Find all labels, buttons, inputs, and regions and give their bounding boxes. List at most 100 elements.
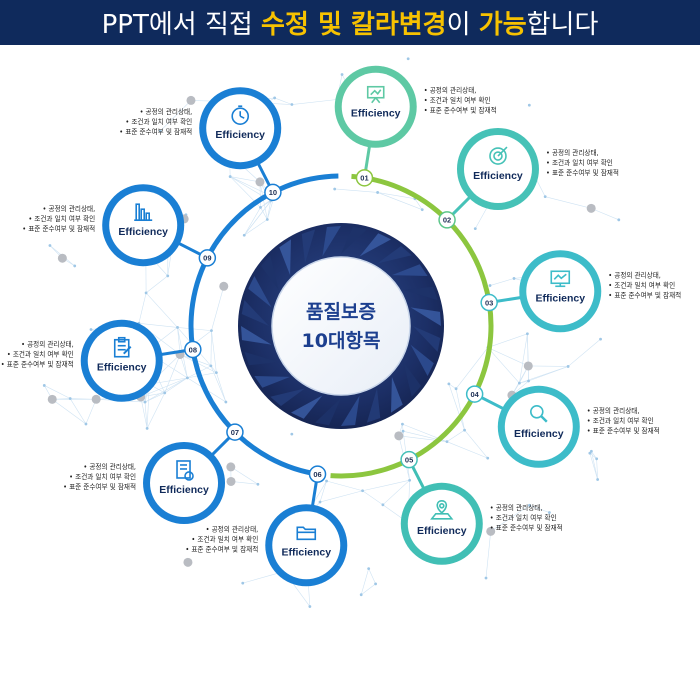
description-line: • 표준 준수여부 및 잠재적 xyxy=(185,544,258,553)
network-dot xyxy=(446,440,449,443)
network-line xyxy=(146,276,168,293)
network-dot xyxy=(486,457,489,460)
number-label: 07 xyxy=(231,428,239,437)
network-dot xyxy=(599,338,602,341)
description-line: • 공정의 관리상태, xyxy=(206,524,259,533)
network-line xyxy=(70,399,86,424)
network-line xyxy=(383,480,410,505)
network-dot xyxy=(401,423,404,426)
network-dot xyxy=(567,365,570,368)
network-dot xyxy=(526,332,529,335)
network-dot xyxy=(587,204,596,213)
number-label: 01 xyxy=(360,174,368,183)
network-line xyxy=(488,348,528,366)
network-dot xyxy=(290,103,293,106)
description: • 공정의 관리상태,• 조건과 일치 여부 확인• 표준 준수여부 및 잠재적 xyxy=(608,270,681,299)
network-line xyxy=(465,430,488,458)
network-dot xyxy=(92,395,101,404)
description-line: • 공정의 관리상태, xyxy=(21,340,74,349)
network-dot xyxy=(394,431,403,440)
network-dot xyxy=(513,277,516,280)
node-title: Efficiency xyxy=(215,129,265,141)
number-label: 08 xyxy=(189,345,197,354)
network-line xyxy=(292,99,337,104)
network-dot xyxy=(290,433,293,436)
network-dot xyxy=(241,582,244,585)
network-dot xyxy=(402,430,405,433)
network-dot xyxy=(474,227,477,230)
network-dot xyxy=(210,364,213,367)
node-inner xyxy=(342,73,410,141)
network-dot xyxy=(144,401,147,404)
node-title: Efficiency xyxy=(159,484,209,496)
description-line: • 공정의 관리상태, xyxy=(140,107,193,116)
description: • 공정의 관리상태,• 조건과 일치 여부 확인• 표준 준수여부 및 잠재적 xyxy=(490,503,563,532)
network-dot xyxy=(485,577,488,580)
network-line xyxy=(369,569,376,584)
description-line: • 공정의 관리상태, xyxy=(424,86,477,95)
network-dot xyxy=(255,177,264,186)
node-inner xyxy=(464,135,532,203)
number-label: 10 xyxy=(269,188,277,197)
network-line xyxy=(486,531,491,578)
network-dot xyxy=(186,376,189,379)
description-line: • 공정의 관리상태, xyxy=(608,270,661,279)
network-dot xyxy=(48,395,57,404)
network-dot xyxy=(544,195,547,198)
number-label: 02 xyxy=(443,216,451,225)
network-dot xyxy=(227,477,236,486)
network-line xyxy=(335,189,378,192)
number-label: 06 xyxy=(313,470,321,479)
network-line xyxy=(147,393,165,429)
description: • 공정의 관리상태,• 조건과 일치 여부 확인• 표준 준수여부 및 잠재적 xyxy=(546,148,619,177)
description: • 공정의 관리상태,• 조건과 일치 여부 확인• 표준 준수여부 및 잠재적 xyxy=(185,524,258,553)
node-title: Efficiency xyxy=(417,525,467,537)
network-dot xyxy=(341,73,344,76)
network-line xyxy=(216,373,226,402)
network-line xyxy=(320,491,363,502)
network-dot xyxy=(58,254,67,263)
network-dot xyxy=(596,478,599,481)
description: • 공정의 관리상태,• 조건과 일치 여부 확인• 표준 준수여부 및 잠재적 xyxy=(1,340,74,369)
network-dot xyxy=(367,567,370,570)
network-dot xyxy=(69,397,72,400)
description-line: • 조건과 일치 여부 확인 xyxy=(608,280,675,289)
network-line xyxy=(178,327,212,330)
network-dot xyxy=(183,558,192,567)
network-dot xyxy=(524,361,533,370)
node-title: Efficiency xyxy=(514,428,564,440)
description-line: • 표준 준수여부 및 잠재적 xyxy=(1,360,74,369)
description-line: • 공정의 관리상태, xyxy=(83,462,136,471)
description-line: • 조건과 일치 여부 확인 xyxy=(546,158,613,167)
description-line: • 표준 준수여부 및 잠재적 xyxy=(546,168,619,177)
network-dot xyxy=(226,462,235,471)
node-inner xyxy=(505,393,573,461)
banner-highlight: 가능 xyxy=(479,10,527,40)
description-line: • 표준 준수여부 및 잠재적 xyxy=(587,426,660,435)
description-line: • 조건과 일치 여부 확인 xyxy=(125,117,192,126)
network-dot xyxy=(146,427,149,430)
description: • 공정의 관리상태,• 조건과 일치 여부 확인• 표준 준수여부 및 잠재적 xyxy=(119,107,192,136)
network-dot xyxy=(224,401,227,404)
network-dot xyxy=(489,284,492,287)
hub-inner-circle xyxy=(272,257,410,395)
network-line xyxy=(211,286,223,330)
network-dot xyxy=(319,501,322,504)
network-line xyxy=(244,219,267,235)
network-dot xyxy=(381,503,384,506)
description-line: • 표준 준수여부 및 잠재적 xyxy=(22,224,95,233)
network-dot xyxy=(229,175,232,178)
node-title: Efficiency xyxy=(535,292,585,304)
network-dot xyxy=(455,387,458,390)
network-dot xyxy=(518,382,521,385)
network-line xyxy=(568,339,600,366)
network-dot xyxy=(90,328,93,331)
node-title: Efficiency xyxy=(281,546,331,558)
description: • 공정의 관리상태,• 조건과 일치 여부 확인• 표준 준수여부 및 잠재적 xyxy=(424,86,497,115)
network-dot xyxy=(210,329,213,332)
network-dot xyxy=(259,206,262,209)
description-line: • 공정의 관리상태, xyxy=(490,503,543,512)
item-08: 08Efficiency• 공정의 관리상태,• 조건과 일치 여부 확인• 표… xyxy=(1,320,201,402)
